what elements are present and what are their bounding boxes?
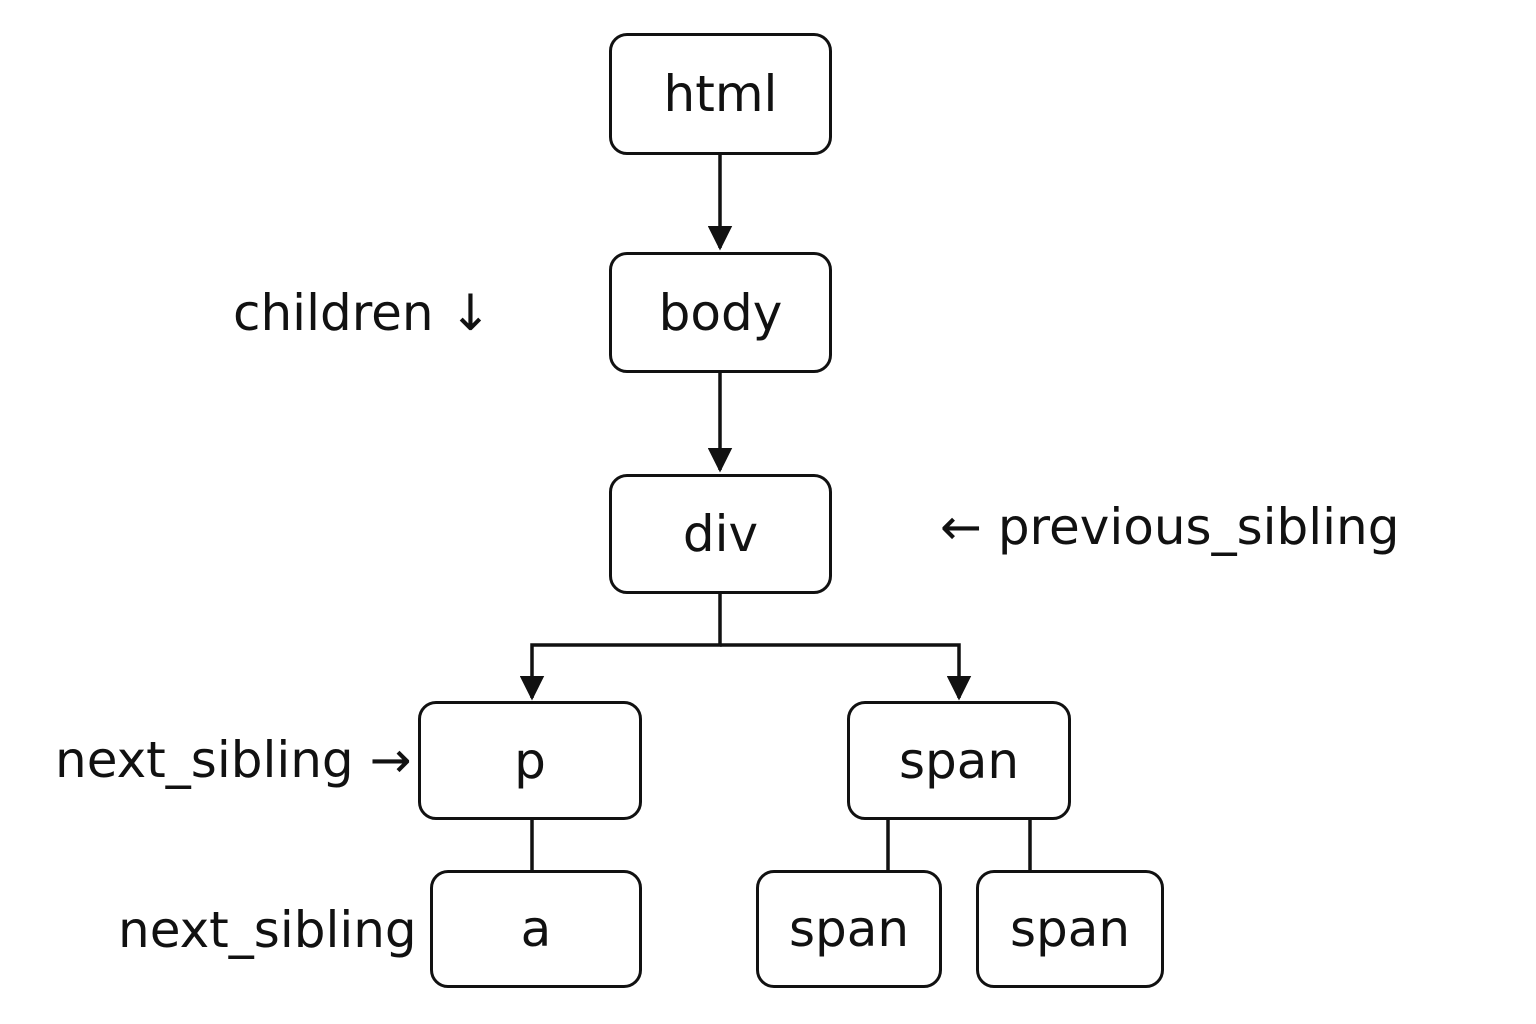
node-span-right: span: [976, 870, 1164, 988]
previous-sibling-annotation: ← previous_sibling: [940, 502, 1399, 552]
children-label: children: [233, 284, 434, 342]
next-sibling-annotation-p: next_sibling →: [55, 735, 411, 785]
edge-div-p: [519, 594, 722, 701]
node-a: a: [430, 870, 642, 988]
next-sibling-annotation-a: next_sibling: [118, 905, 417, 955]
node-html: html: [609, 33, 832, 155]
previous-sibling-label: previous_sibling: [997, 498, 1400, 556]
node-span: span: [847, 701, 1071, 820]
node-p: p: [418, 701, 642, 820]
next-sibling-label: next_sibling: [55, 731, 354, 789]
node-body: body: [609, 252, 832, 373]
right-arrow-icon: →: [369, 731, 412, 789]
node-div: div: [609, 474, 832, 594]
next-sibling-label: next_sibling: [118, 901, 417, 959]
node-span-left: span: [756, 870, 942, 988]
down-arrow-icon: ↓: [449, 284, 492, 342]
edge-div-span: [720, 643, 972, 701]
left-arrow-icon: ←: [940, 498, 982, 556]
children-annotation: children ↓: [233, 288, 491, 338]
